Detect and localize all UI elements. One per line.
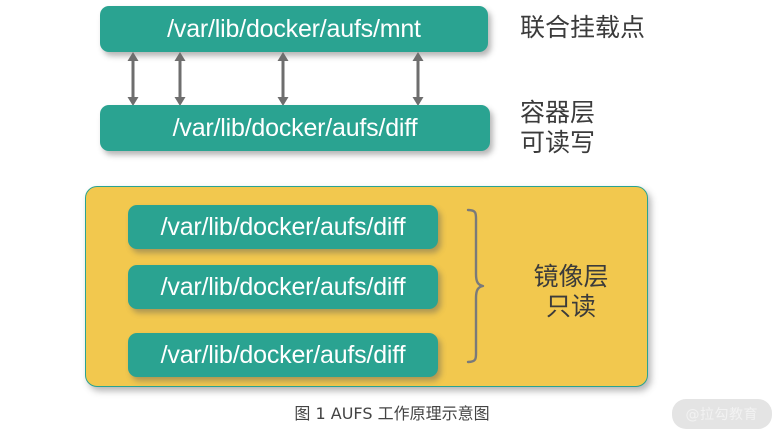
image-layer-box-3: /var/lib/docker/aufs/diff bbox=[128, 333, 438, 377]
image-layer-path-label-1: /var/lib/docker/aufs/diff bbox=[160, 212, 406, 241]
container-layer-path-label: /var/lib/docker/aufs/diff bbox=[172, 113, 418, 142]
image-layer-path-label-2: /var/lib/docker/aufs/diff bbox=[160, 272, 406, 301]
watermark-badge: @拉勾教育 bbox=[671, 399, 772, 429]
double-arrow-icon-3 bbox=[277, 52, 289, 106]
image-layer-annotation: 镜像层 只读 bbox=[533, 262, 609, 321]
double-arrow-icon-1 bbox=[127, 52, 139, 106]
mount-point-path-label: /var/lib/docker/aufs/mnt bbox=[167, 14, 421, 43]
mount-point-annotation: 联合挂载点 bbox=[520, 13, 646, 42]
container-layer-box: /var/lib/docker/aufs/diff bbox=[100, 105, 490, 151]
double-arrow-icon-2 bbox=[174, 52, 186, 106]
figure-caption: 图 1 AUFS 工作原理示意图 bbox=[294, 404, 490, 423]
mount-point-box: /var/lib/docker/aufs/mnt bbox=[100, 6, 488, 52]
image-layer-path-label-3: /var/lib/docker/aufs/diff bbox=[160, 340, 406, 369]
image-layer-box-1: /var/lib/docker/aufs/diff bbox=[128, 205, 438, 249]
image-layer-box-2: /var/lib/docker/aufs/diff bbox=[128, 265, 438, 309]
curly-brace-icon bbox=[466, 208, 485, 364]
container-layer-annotation: 容器层 可读写 bbox=[520, 98, 596, 157]
double-arrow-icon-4 bbox=[412, 52, 424, 106]
